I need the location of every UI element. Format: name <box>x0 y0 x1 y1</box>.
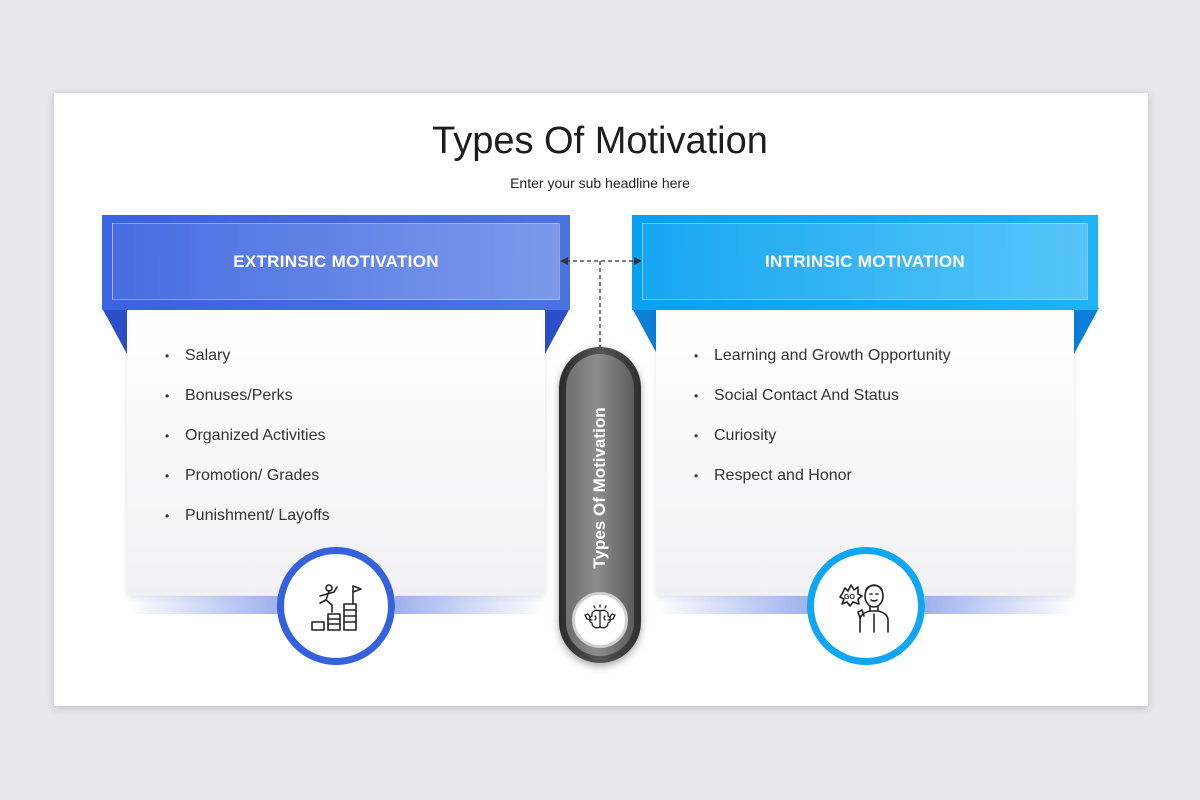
list-item: Learning and Growth Opportunity <box>694 336 951 376</box>
list-item: Respect and Honor <box>694 456 951 496</box>
extrinsic-heading: EXTRINSIC MOTIVATION <box>112 223 560 300</box>
extrinsic-list: Salary Bonuses/Perks Organized Activitie… <box>165 336 330 536</box>
left-fold-corner <box>102 308 127 354</box>
decorative-glow <box>395 596 545 614</box>
list-item: Curiosity <box>694 416 951 456</box>
intrinsic-banner: INTRINSIC MOTIVATION <box>632 215 1098 310</box>
intrinsic-heading: INTRINSIC MOTIVATION <box>642 223 1088 300</box>
list-item: Organized Activities <box>165 416 330 456</box>
list-item: Promotion/ Grades <box>165 456 330 496</box>
self-motivated-person-icon: GO <box>839 584 889 633</box>
intrinsic-icon-circle: GO <box>807 547 925 665</box>
career-progress-icon <box>311 584 362 631</box>
extrinsic-banner: EXTRINSIC MOTIVATION <box>102 215 570 310</box>
extrinsic-icon-circle <box>277 547 395 665</box>
right-fold-corner <box>1074 308 1099 354</box>
right-fold-corner <box>632 308 657 354</box>
list-item: Salary <box>165 336 330 376</box>
left-fold-corner <box>545 308 570 354</box>
list-item: Punishment/ Layoffs <box>165 496 330 536</box>
go-text: GO <box>844 594 855 601</box>
decorative-glow <box>656 596 810 614</box>
decorative-glow <box>127 596 279 614</box>
list-item: Bonuses/Perks <box>165 376 330 416</box>
center-label: Types Of Motivation <box>590 407 609 569</box>
intrinsic-list: Learning and Growth Opportunity Social C… <box>694 336 951 496</box>
brain-strength-icon <box>584 604 616 629</box>
center-icon-circle <box>572 592 628 648</box>
list-item: Social Contact And Status <box>694 376 951 416</box>
page-subtitle: Enter your sub headline here <box>510 175 690 191</box>
decorative-glow <box>925 596 1075 614</box>
page-title: Types Of Motivation <box>432 120 768 162</box>
